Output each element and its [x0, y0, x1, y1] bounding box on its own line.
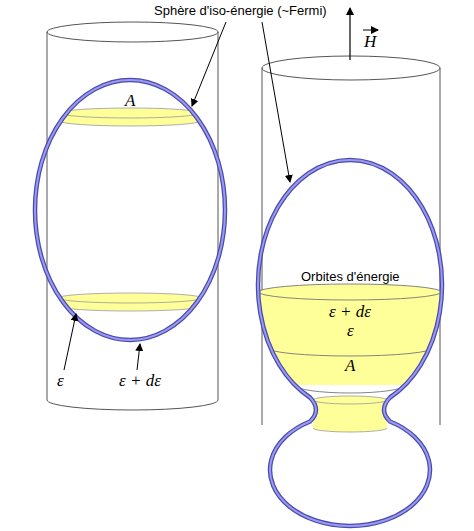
- leader-arrow: [262, 22, 290, 182]
- leader-arrow: [64, 314, 76, 370]
- neck-orbit: [313, 396, 387, 432]
- leader-arrow: [192, 22, 226, 106]
- field-label: H: [364, 32, 376, 52]
- energy-label: ε: [347, 321, 354, 341]
- energy-label: ε + dε: [119, 371, 161, 391]
- orbit-label: Orbites d'énergie: [301, 270, 400, 285]
- orbit-slab: [250, 284, 450, 393]
- field-arrow: [349, 8, 350, 60]
- caption-label: Sphère d'iso-énergie (~Fermi): [154, 4, 327, 19]
- fermi-surface: [258, 160, 442, 526]
- fermi-sphere: [35, 80, 225, 340]
- vector-accent: [363, 30, 378, 31]
- energy-label: ε: [57, 371, 64, 391]
- energy-band: [30, 108, 230, 311]
- leader-arrow: [137, 344, 140, 370]
- area-label: A: [125, 91, 135, 111]
- area-label: A: [345, 356, 355, 376]
- energy-label: ε + dε: [329, 302, 371, 322]
